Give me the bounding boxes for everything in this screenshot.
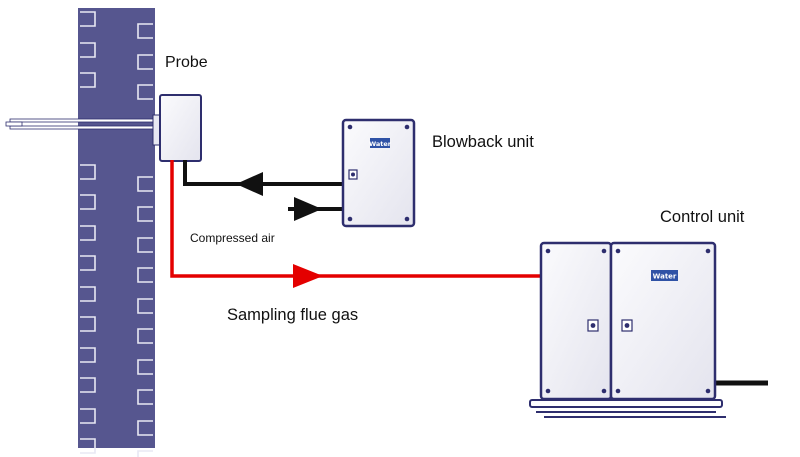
gas-arrow-right [293,264,323,288]
blowback-unit: Water [341,118,416,228]
stack-mark-left [80,194,96,210]
stack-mark-right [137,176,153,192]
probe-label: Probe [165,54,208,71]
stack-mark-right [137,450,153,457]
stack-mark-right [137,359,153,375]
control-cabinet-left [539,241,613,401]
stack-mark-left [80,225,96,241]
stack-mark-left [80,408,96,424]
air-arrow-left [236,172,263,196]
stack-mark-right [137,84,153,100]
stack-mark-right [137,267,153,283]
air-line-to-probe [183,160,344,186]
stack-mark-left [80,377,96,393]
control-unit-label: Control unit [660,208,745,226]
compressed-air-lines [183,160,344,221]
control-base [529,399,723,408]
stack-mark-right [137,54,153,70]
probe-tubes [5,114,162,146]
control-unit: Water [529,241,768,418]
blowback-badge [370,138,390,148]
stack [78,8,155,457]
control-badge [651,270,678,281]
control-badge-text: Water [653,273,677,281]
stack-mark-left [80,347,96,363]
stack-mark-right [137,298,153,314]
stack-mark-right [137,389,153,405]
stack-mark-right [137,206,153,222]
stack-mark-left [80,438,96,454]
probe-head [159,94,202,162]
blowback-unit-label: Blowback unit [432,133,534,151]
sampling-gas-line [170,160,542,288]
stack-mark-right [137,23,153,39]
stack-mark-left [80,164,96,180]
stack-mark-right [137,328,153,344]
stack-mark-right [137,237,153,253]
stack-mark-left [80,42,96,58]
stack-mark-right [137,420,153,436]
compressed-air-label: Compressed air [190,231,275,245]
stack-wall [78,8,155,448]
control-cabinet-right [609,241,717,401]
stack-mark-left [80,286,96,302]
stack-mark-left [80,11,96,27]
blowback-badge-text: Water [369,140,392,148]
gas-line [170,160,542,278]
stack-mark-left [80,255,96,271]
stack-mark-left [80,316,96,332]
air-arrow-right [294,197,322,221]
sampling-flue-gas-label: Sampling flue gas [227,306,359,324]
stack-marks [80,11,153,457]
stack-mark-left [80,72,96,88]
